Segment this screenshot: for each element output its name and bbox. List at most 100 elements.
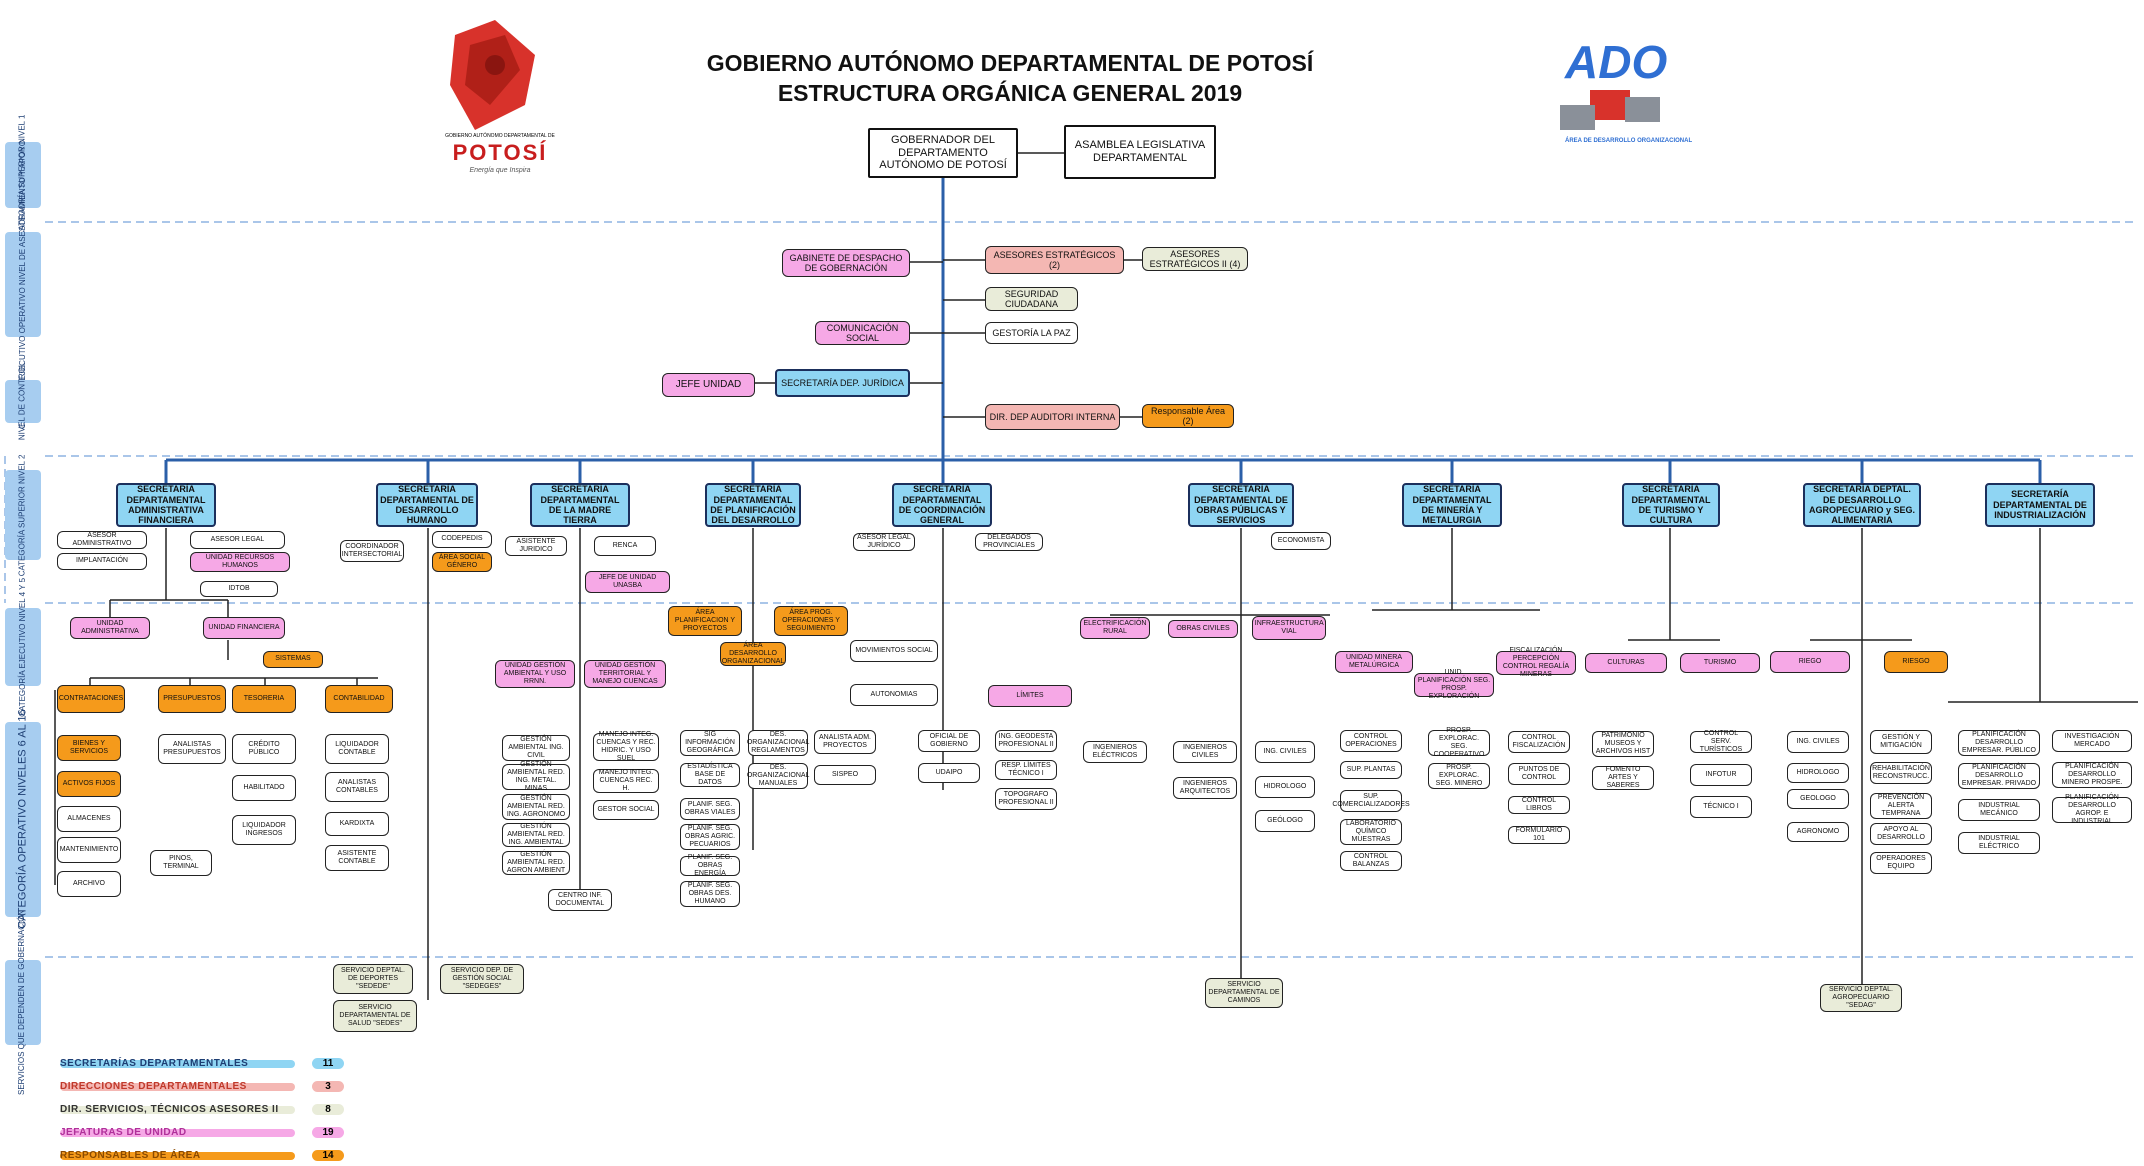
secretaria-industrializacion[interactable]: SECRETARÍA DEPARTAMENTAL DE INDUSTRIALIZ… — [1985, 483, 2095, 527]
unit-box[interactable]: FORMULARIO 101 — [1508, 826, 1570, 844]
unit-box[interactable]: RIESGO — [1884, 651, 1948, 673]
unit-box[interactable]: PLANIFICACIÓN DESARROLLO AGROP. E INDUST… — [2052, 794, 2132, 825]
service-box[interactable]: SERVICIO DEPARTAMENTAL DE SALUD "SEDES" — [333, 1000, 417, 1032]
unit-box[interactable]: PLANIFICACIÓN DESARROLLO MINERO PROSPE. — [2052, 762, 2132, 788]
secretaria-agropecuaria[interactable]: SECRETARÍA DEPTAL. DE DESARROLLO AGROPEC… — [1803, 483, 1921, 527]
unit-box[interactable]: CODEPEDIS — [432, 531, 492, 548]
unit-box[interactable]: UDAIPO — [918, 763, 980, 783]
unit-box[interactable]: ING. GEODESTA PROFESIONAL II — [995, 730, 1057, 752]
unit-box[interactable]: ASISTENTE JURIDICO — [505, 536, 567, 556]
unit-box[interactable]: SIG INFORMACIÓN GEOGRÁFICA — [680, 730, 740, 756]
unit-box[interactable]: SUP. PLANTAS — [1340, 761, 1402, 779]
unit-box[interactable]: ANALISTAS PRESUPUESTOS — [158, 734, 226, 764]
unit-box[interactable]: MANEJO INTEG. CUENCAS Y REC. HIDRIC. Y U… — [593, 731, 659, 762]
unit-box[interactable]: GESTIÓN AMBIENTAL RED. ING. METAL. MINAS — [502, 761, 570, 792]
assembly-box[interactable]: ASAMBLEA LEGISLATIVA DEPARTAMENTAL — [1064, 125, 1216, 179]
secretaria-obras-publicas[interactable]: SECRETARÍA DEPARTAMENTAL DE OBRAS PÚBLIC… — [1188, 483, 1294, 527]
unit-box[interactable]: CONTROL BALANZAS — [1340, 851, 1402, 871]
unit-box[interactable]: LÍMITES — [988, 685, 1072, 707]
unit-box[interactable]: FOMENTO ARTES Y SABERES — [1592, 766, 1654, 790]
unit-box[interactable]: ANALISTA ADM. PROYECTOS — [814, 730, 876, 754]
unit-box[interactable]: PLANIF. SEG. OBRAS VIALES — [680, 798, 740, 820]
unit-box[interactable]: INDUSTRIAL ELÉCTRICO — [1958, 832, 2040, 854]
unit-box[interactable]: PRESUPUESTOS — [158, 685, 226, 713]
unit-box[interactable]: IDTOB — [200, 581, 278, 597]
unit-box[interactable]: TOPOGRAFO PROFESIONAL II — [995, 788, 1057, 810]
unit-box[interactable]: INGENIEROS CIVILES — [1173, 741, 1237, 763]
unit-box[interactable]: APOYO AL DESARROLLO — [1870, 823, 1932, 845]
unit-box[interactable]: FISCALIZACIÓN PERCEPCIÓN CONTROL REGALÍA… — [1496, 647, 1576, 678]
unit-box[interactable]: PUNTOS DE CONTROL — [1508, 763, 1570, 785]
unit-box[interactable]: PLANIF. SEG. OBRAS AGRIC. PECUARIOS — [680, 824, 740, 850]
unit-box[interactable]: RESP. LÍMITES TÉCNICO I — [995, 760, 1057, 780]
unit-box[interactable]: ING. CIVILES — [1255, 741, 1315, 763]
unit-box[interactable]: ANALISTAS CONTABLES — [325, 772, 389, 802]
asesores2-box[interactable]: ASESORES ESTRATÉGICOS II (4) — [1142, 247, 1248, 271]
unit-box[interactable]: ELECTRIFICACIÓN RURAL — [1080, 617, 1150, 639]
asesores-box[interactable]: ASESORES ESTRATÉGICOS (2) — [985, 246, 1124, 274]
unit-box[interactable]: MANEJO INTEG. CUENCAS REC. H. — [593, 769, 659, 793]
unit-box[interactable]: GESTIÓN AMBIENTAL RED. AGRON AMBIENT — [502, 851, 570, 875]
unit-box[interactable]: JEFE DE UNIDAD UNASBA — [585, 571, 670, 593]
unit-box[interactable]: COORDINADOR INTERSECTORIAL — [340, 540, 404, 562]
secretaria-desarrollo-humano[interactable]: SECRETARÍA DEPARTAMENTAL DE DESARROLLO H… — [376, 483, 478, 527]
unit-box[interactable]: ESTADÍSTICA BASE DE DATOS — [680, 763, 740, 787]
service-box[interactable]: SERVICIO DEPTAL. DE DEPORTES "SEDEDE" — [333, 964, 413, 994]
gestoria-box[interactable]: GESTORÍA LA PAZ — [985, 322, 1078, 344]
unit-box[interactable]: TURISMO — [1680, 653, 1760, 673]
unit-box[interactable]: RIEGO — [1770, 651, 1850, 673]
unit-box[interactable]: HIDROLOGO — [1787, 763, 1849, 783]
seguridad-box[interactable]: SEGURIDAD CIUDADANA — [985, 287, 1078, 311]
unit-box[interactable]: GESTIÓN Y MITIGACIÓN — [1870, 730, 1932, 754]
secretaria-mineria[interactable]: SECRETARÍA DEPARTAMENTAL DE MINERÍA Y ME… — [1402, 483, 1502, 527]
unit-box[interactable]: UNIDAD RECURSOS HUMANOS — [190, 552, 290, 572]
unit-box[interactable]: LIQUIDADOR INGRESOS — [232, 815, 296, 845]
unit-box[interactable]: CONTROL LIBROS — [1508, 796, 1570, 814]
juridica-box[interactable]: SECRETARÍA DEP. JURÍDICA — [775, 369, 910, 397]
unit-box[interactable]: TESORERIA — [232, 685, 296, 713]
unit-box[interactable]: UNID. PLANIFICACIÓN SEG. PROSP. EXPLORAC… — [1414, 669, 1494, 700]
unit-box[interactable]: PREVENCIÓN ALERTA TEMPRANA — [1870, 793, 1932, 819]
unit-box[interactable]: ASESOR ADMINISTRATIVO — [57, 531, 147, 549]
unit-box[interactable]: UNIDAD FINANCIERA — [203, 617, 285, 639]
unit-box[interactable]: UNIDAD ADMINISTRATIVA — [70, 617, 150, 639]
unit-box[interactable]: SUP. COMERCIALIZADORES — [1332, 790, 1410, 812]
unit-box[interactable]: CONTROL FISCALIZACIÓN — [1508, 731, 1570, 753]
secretaria-coordinacion[interactable]: SECRETARÍA DEPARTAMENTAL DE COORDINACIÓN… — [892, 483, 992, 527]
unit-box[interactable]: ASESOR LEGAL JURÍDICO — [853, 533, 915, 551]
service-box[interactable]: SERVICIO DEPTAL. AGROPECUARIO "SEDAG" — [1820, 984, 1902, 1012]
jefe-unidad-box[interactable]: JEFE UNIDAD — [662, 373, 755, 397]
unit-box[interactable]: REHABILITACIÓN RECONSTRUCC. — [1870, 762, 1932, 784]
unit-box[interactable]: GESTOR SOCIAL — [593, 800, 659, 820]
unit-box[interactable]: PLANIF. SEG. OBRAS DES. HUMANO — [680, 881, 740, 907]
unit-box[interactable]: INGENIEROS ARQUITECTOS — [1173, 777, 1237, 799]
unit-box[interactable]: DES. ORGANIZACIONAL MANUALES — [746, 763, 810, 789]
secretaria-planificacion[interactable]: SECRETARÍA DEPARTAMENTAL DE PLANIFICACIÓ… — [705, 483, 801, 527]
unit-box[interactable]: ÁREA PLANIFICACION Y PROYECTOS — [668, 606, 742, 636]
unit-box[interactable]: OPERADORES EQUIPO — [1870, 852, 1932, 874]
unit-box[interactable]: IMPLANTACIÓN — [57, 553, 147, 570]
unit-box[interactable]: GEOLOGO — [1787, 789, 1849, 809]
unit-box[interactable]: OBRAS CIVILES — [1168, 620, 1238, 638]
unit-box[interactable]: UNIDAD MINERA METALÚRGICA — [1335, 651, 1413, 673]
unit-box[interactable]: PLANIF. SEG. OBRAS ENERGÍA — [680, 854, 740, 877]
unit-box[interactable]: PLANIFICACIÓN DESARROLLO EMPRESAR. PÚBLI… — [1958, 730, 2040, 756]
responsable-box[interactable]: Responsable Área (2) — [1142, 404, 1234, 428]
unit-box[interactable]: CENTRO INF. DOCUMENTAL — [548, 889, 612, 911]
unit-box[interactable]: ASISTENTE CONTABLE — [325, 845, 389, 871]
secretaria-administrativa[interactable]: SECRETARÍA DEPARTAMENTAL ADMINISTRATIVA … — [116, 483, 216, 527]
unit-box[interactable]: AUTONOMIAS — [850, 684, 938, 706]
unit-box[interactable]: DELEGADOS PROVINCIALES — [975, 533, 1043, 551]
unit-box[interactable]: PATRIMONIO MUSEOS Y ARCHIVOS HIST — [1592, 731, 1654, 757]
unit-box[interactable]: MANTENIMIENTO — [57, 837, 121, 863]
unit-box[interactable]: SISTEMAS — [263, 651, 323, 668]
unit-box[interactable]: INDUSTRIAL MECÁNICO — [1958, 799, 2040, 821]
unit-box[interactable]: ACTIVOS FIJOS — [57, 771, 121, 797]
unit-box[interactable]: PROSP. EXPLORAC. SEG. MINERO — [1428, 763, 1490, 789]
unit-box[interactable]: HIDROLOGO — [1255, 776, 1315, 798]
unit-box[interactable]: MOVIMIENTOS SOCIAL — [850, 640, 938, 662]
unit-box[interactable]: AGRONOMO — [1787, 822, 1849, 842]
unit-box[interactable]: GESTIÓN AMBIENTAL RED. ING. AGRONOMO — [502, 794, 570, 820]
unit-box[interactable]: CRÉDITO PÚBLICO — [232, 734, 296, 764]
unit-box[interactable]: CONTABILIDAD — [325, 685, 393, 713]
